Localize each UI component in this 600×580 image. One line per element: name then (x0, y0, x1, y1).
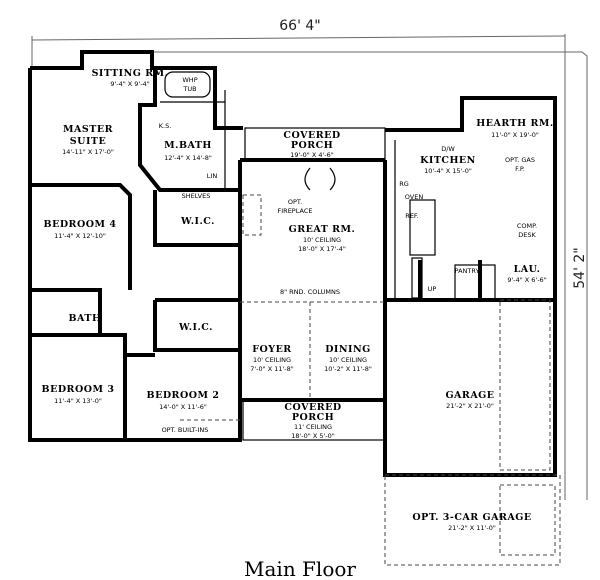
opt-3-car-garage-label: OPT. 3-CAR GARAGE (412, 512, 531, 523)
rear-porch-label-2: PORCH (291, 140, 333, 151)
great-room-ceiling: 10' CEILING (303, 236, 341, 244)
linen-label: LIN (207, 172, 218, 180)
foyer-size: 7'-0" X 11'-8" (250, 365, 294, 373)
depth-dimension: 54' 2" (572, 247, 588, 288)
dining-size: 10'-2" X 11'-8" (324, 365, 372, 373)
opt-gas-fp-label-2: F.P. (515, 165, 525, 173)
front-porch-size: 18'-0" X 5'-0" (291, 432, 335, 440)
dimension-lines: 66' 4" 54' 2" (31, 18, 588, 500)
bedroom-4-size: 11'-4" X 12'-10" (54, 232, 106, 240)
hearth-room-size: 11'-0" X 19'-0" (491, 131, 539, 139)
stairs-up-label: UP (428, 285, 437, 293)
dashed-features (164, 71, 561, 566)
foyer-ceiling: 10' CEILING (253, 356, 291, 364)
great-room-label: GREAT RM. (289, 224, 356, 235)
whp-tub-label: WHP (182, 76, 197, 84)
laundry-size: 9'-4" X 6'-6" (507, 276, 546, 284)
master-suite-label-2: SUITE (70, 136, 106, 147)
dining-ceiling: 10' CEILING (329, 356, 367, 364)
kitchen-size: 10'-4" X 15'-0" (424, 167, 472, 175)
laundry-label: LAU. (514, 264, 541, 275)
ks-label: K.S. (159, 122, 172, 130)
bedroom-4-label: BEDROOM 4 (44, 219, 117, 230)
master-bath-size: 12'-4" X 14'-8" (164, 154, 212, 162)
rear-porch-label: COVERED (283, 130, 340, 141)
sitting-room-label: SITTING RM. (92, 68, 169, 79)
bedroom-3-size: 11'-4" X 13'-0" (54, 397, 102, 405)
sitting-room-size: 9'-4" X 9'-4" (110, 80, 149, 88)
bedroom-2-size: 14'-0" X 11'-6" (159, 403, 207, 411)
bath-label: BATH (69, 313, 102, 324)
garage-label: GARAGE (445, 390, 494, 401)
master-bath-label: M.BATH (164, 140, 212, 151)
kitchen-label: KITCHEN (420, 155, 476, 166)
interior-walls (30, 68, 555, 440)
master-suite-label: MASTER (63, 124, 113, 135)
dishwasher-label: D/W (441, 145, 455, 153)
comp-desk-label-2: DESK (518, 231, 536, 239)
bedroom-2-label: BEDROOM 2 (147, 390, 220, 401)
opt-fireplace-label: OPT. (288, 198, 302, 206)
comp-desk-label: COMP. (517, 222, 537, 230)
opt-fireplace-label-2: FIREPLACE (278, 207, 313, 215)
floor-caption: Main Floor (244, 557, 356, 580)
rear-porch-size: 19'-0" X 4'-6" (290, 151, 334, 159)
hearth-room-label: HEARTH RM. (476, 118, 553, 129)
bedroom-3-label: BEDROOM 3 (42, 384, 115, 395)
opt-builtins-label: OPT. BUILT-INS (162, 426, 209, 434)
room-labels: SITTING RM. 9'-4" X 9'-4" WHP TUB MASTER… (42, 68, 554, 532)
front-porch-label-2: PORCH (292, 412, 334, 423)
pantry-label: PANTRY (455, 267, 480, 275)
refrigerator-label: REF. (405, 212, 418, 220)
width-dimension: 66' 4" (279, 18, 320, 34)
wic-2-label: W.I.C. (178, 322, 213, 333)
range-label: RG (399, 180, 409, 188)
whp-tub-label-2: TUB (182, 85, 196, 93)
columns-label: 8" RND. COLUMNS (280, 288, 340, 296)
shelves-label: SHELVES (182, 192, 211, 200)
front-porch-ceiling: 11' CEILING (294, 423, 332, 431)
foyer-label: FOYER (252, 344, 291, 355)
master-suite-size: 14'-11" X 17'-0" (62, 148, 114, 156)
oven-label: OVEN (405, 193, 424, 201)
opt-3-car-garage-size: 21'-2" X 11'-0" (448, 524, 496, 532)
front-porch-label: COVERED (284, 402, 341, 413)
great-room-size: 18'-0" X 17'-4" (298, 245, 346, 253)
wic-1-label: W.I.C. (180, 216, 215, 227)
dining-label: DINING (325, 344, 371, 355)
opt-gas-fp-label: OPT. GAS (505, 156, 535, 164)
garage-size: 21'-2" X 21'-0" (446, 402, 494, 410)
